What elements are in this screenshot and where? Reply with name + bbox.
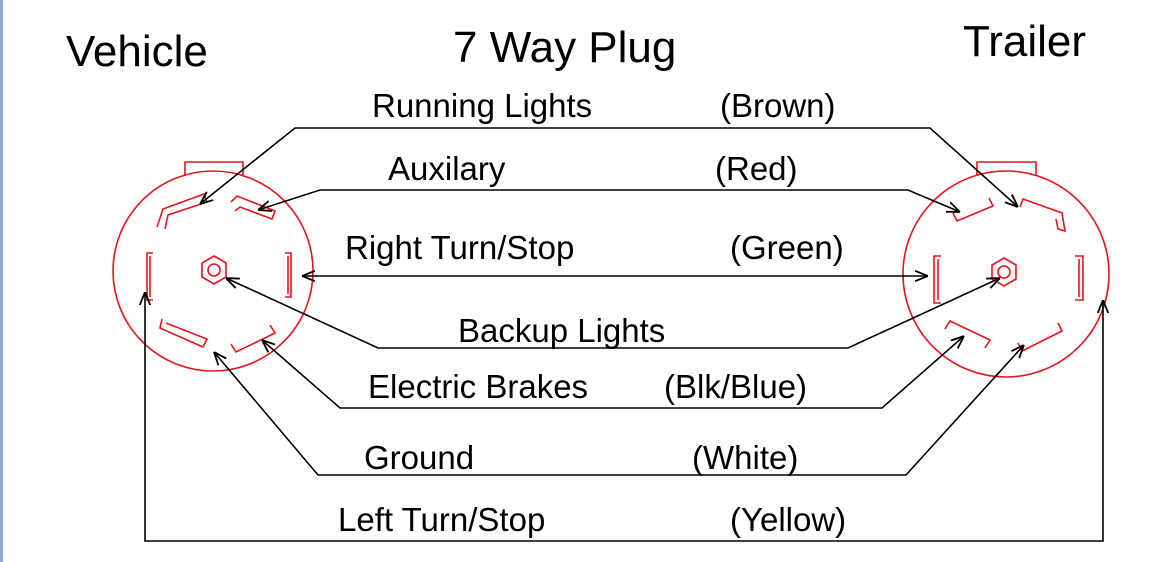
trailer-terminal-left-turn [1075, 255, 1084, 301]
wire-backup-lights: Backup Lights [226, 278, 1000, 349]
trailer-heading: Trailer [963, 17, 1086, 66]
wire-left-turn-stop-color: (Yellow) [730, 501, 846, 538]
wire-ground: Ground (White) [214, 345, 1024, 476]
wire-auxilary-label: Auxilary [388, 150, 506, 187]
vehicle-terminal-right-turn [285, 252, 292, 298]
trailer-terminal-backup-lights [991, 257, 1017, 287]
wire-electric-brakes: Electric Brakes (Blk/Blue) [262, 336, 964, 409]
vehicle-connector-body [112, 170, 314, 372]
wire-right-turn-stop-label: Right Turn/Stop [345, 229, 574, 266]
wire-right-turn-stop-color: (Green) [730, 229, 844, 266]
wire-right-turn-stop: Right Turn/Stop (Green) [302, 229, 928, 276]
trailer-terminal-ground [1017, 322, 1064, 353]
vehicle-center-pin [207, 263, 221, 277]
vehicle-terminal-auxilary [230, 195, 277, 221]
wire-electric-brakes-color: (Blk/Blue) [664, 368, 807, 405]
trailer-terminal-right-turn [933, 255, 941, 304]
wire-left-turn-stop: Left Turn/Stop (Yellow) [145, 292, 1103, 542]
wire-ground-label: Ground [364, 439, 474, 476]
wire-backup-lights-label: Backup Lights [458, 312, 665, 349]
wire-left-turn-stop-label: Left Turn/Stop [338, 501, 545, 538]
wire-auxilary: Auxilary (Red) [258, 150, 960, 212]
wire-electric-brakes-label: Electric Brakes [368, 368, 588, 405]
wire-running-lights-label: Running Lights [372, 87, 592, 124]
trailer-connector [902, 161, 1110, 378]
diagram-title: 7 Way Plug [453, 23, 676, 72]
wire-running-lights: Running Lights (Brown) [200, 87, 1018, 207]
wire-running-lights-color: (Brown) [720, 87, 836, 124]
trailer-terminal-running-lights [1019, 197, 1066, 233]
vehicle-terminal-running-lights [156, 192, 209, 230]
left-edge-rule [0, 0, 3, 562]
trailer-terminal-electric-brakes [944, 319, 992, 349]
vehicle-terminal-backup-lights [201, 255, 227, 285]
vehicle-terminal-electric-brakes [230, 324, 277, 354]
trailer-terminal-auxilary [952, 197, 995, 223]
vehicle-heading: Vehicle [66, 27, 208, 76]
vehicle-terminal-left-turn [146, 252, 153, 301]
wire-auxilary-color: (Red) [715, 150, 798, 187]
trailer-center-pin [997, 265, 1011, 279]
wire-ground-color: (White) [692, 439, 798, 476]
trailer-connector-key [976, 161, 1037, 176]
vehicle-terminal-ground [159, 318, 209, 349]
